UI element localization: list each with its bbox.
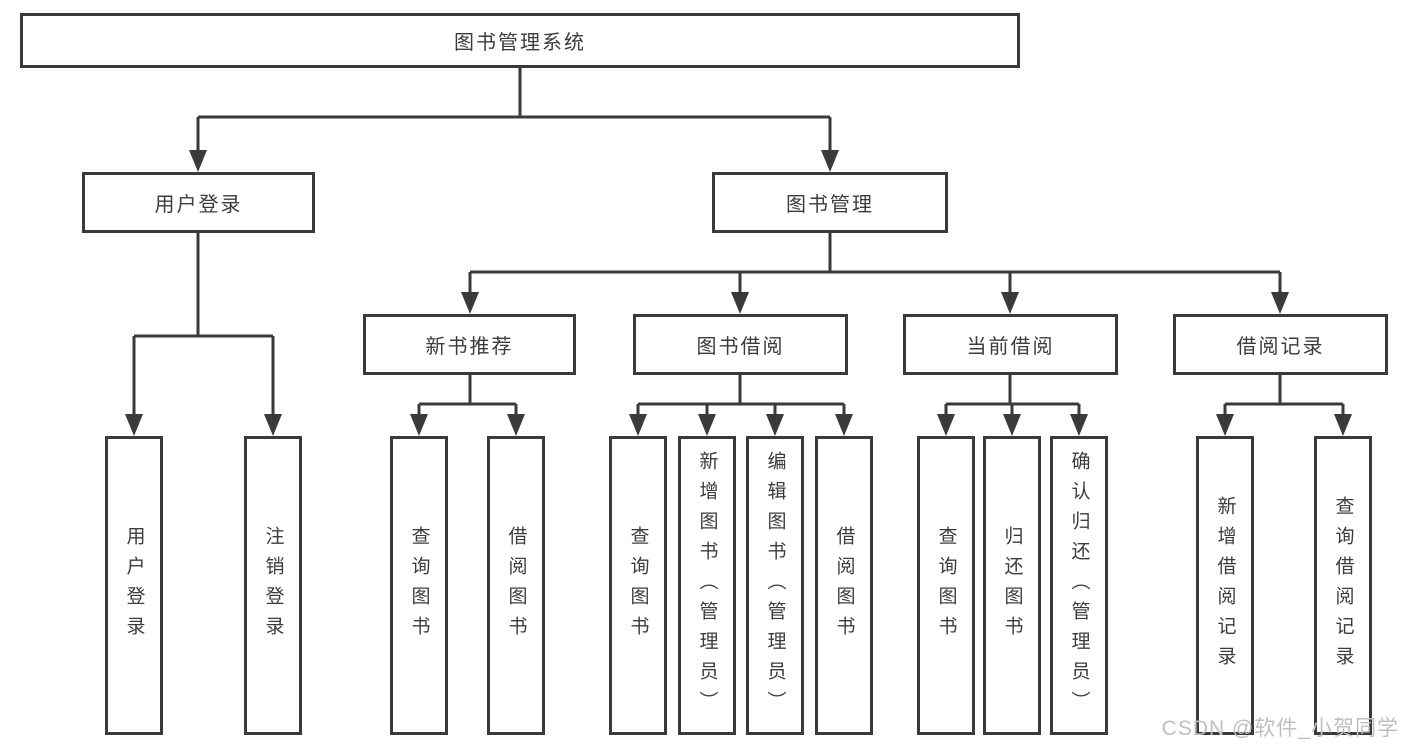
node-book-borrow: 图书借阅	[633, 314, 848, 375]
node-borrow-records: 借阅记录	[1173, 314, 1388, 375]
arrowhead	[821, 150, 839, 172]
arrowhead	[461, 292, 479, 314]
arrowhead	[937, 414, 955, 436]
leaf-confirm-return-admin: 确认归还（管理员）	[1050, 436, 1108, 735]
leaf-query-books-current: 查询图书	[917, 436, 975, 735]
leaf-edit-book-admin: 编辑图书（管理员）	[746, 436, 804, 735]
node-new-book-recommend: 新书推荐	[363, 314, 576, 375]
arrowhead	[1216, 414, 1234, 436]
arrowhead	[1003, 414, 1021, 436]
edges-new-book-children	[417, 375, 518, 418]
arrowhead	[1001, 292, 1019, 314]
arrowhead	[1271, 292, 1289, 314]
edges-user-login-children	[132, 233, 275, 416]
arrowhead	[629, 414, 647, 436]
leaf-borrow-books-borrow: 借阅图书	[815, 436, 873, 735]
leaf-user-login: 用户登录	[105, 436, 163, 735]
leaf-query-books-borrow: 查询图书	[609, 436, 667, 735]
arrowhead	[731, 292, 749, 314]
edges-book-mgmt-children	[468, 233, 1282, 295]
arrowhead	[125, 414, 143, 436]
leaf-query-borrow-record: 查询借阅记录	[1314, 436, 1372, 735]
node-book-management: 图书管理	[712, 172, 948, 233]
edges-book-borrow-children	[636, 375, 846, 418]
node-root-system: 图书管理系统	[20, 13, 1020, 68]
edges-current-borrow-children	[944, 375, 1081, 418]
leaf-add-borrow-record: 新增借阅记录	[1196, 436, 1254, 735]
edges-root-to-level2	[196, 68, 832, 152]
arrowhead	[698, 414, 716, 436]
arrowhead	[264, 414, 282, 436]
arrowhead	[1334, 414, 1352, 436]
leaf-add-book-admin: 新增图书（管理员）	[678, 436, 736, 735]
leaf-return-books: 归还图书	[983, 436, 1041, 735]
arrowhead	[410, 414, 428, 436]
arrowhead	[1070, 414, 1088, 436]
arrowhead	[189, 150, 207, 172]
leaf-logout: 注销登录	[244, 436, 302, 735]
edges-borrow-records-children	[1223, 375, 1345, 418]
leaf-query-books-recommend: 查询图书	[390, 436, 448, 735]
node-current-borrow: 当前借阅	[903, 314, 1118, 375]
node-user-login: 用户登录	[82, 172, 315, 233]
arrowhead	[766, 414, 784, 436]
arrowhead	[507, 414, 525, 436]
arrowhead	[835, 414, 853, 436]
leaf-borrow-books-recommend: 借阅图书	[487, 436, 545, 735]
